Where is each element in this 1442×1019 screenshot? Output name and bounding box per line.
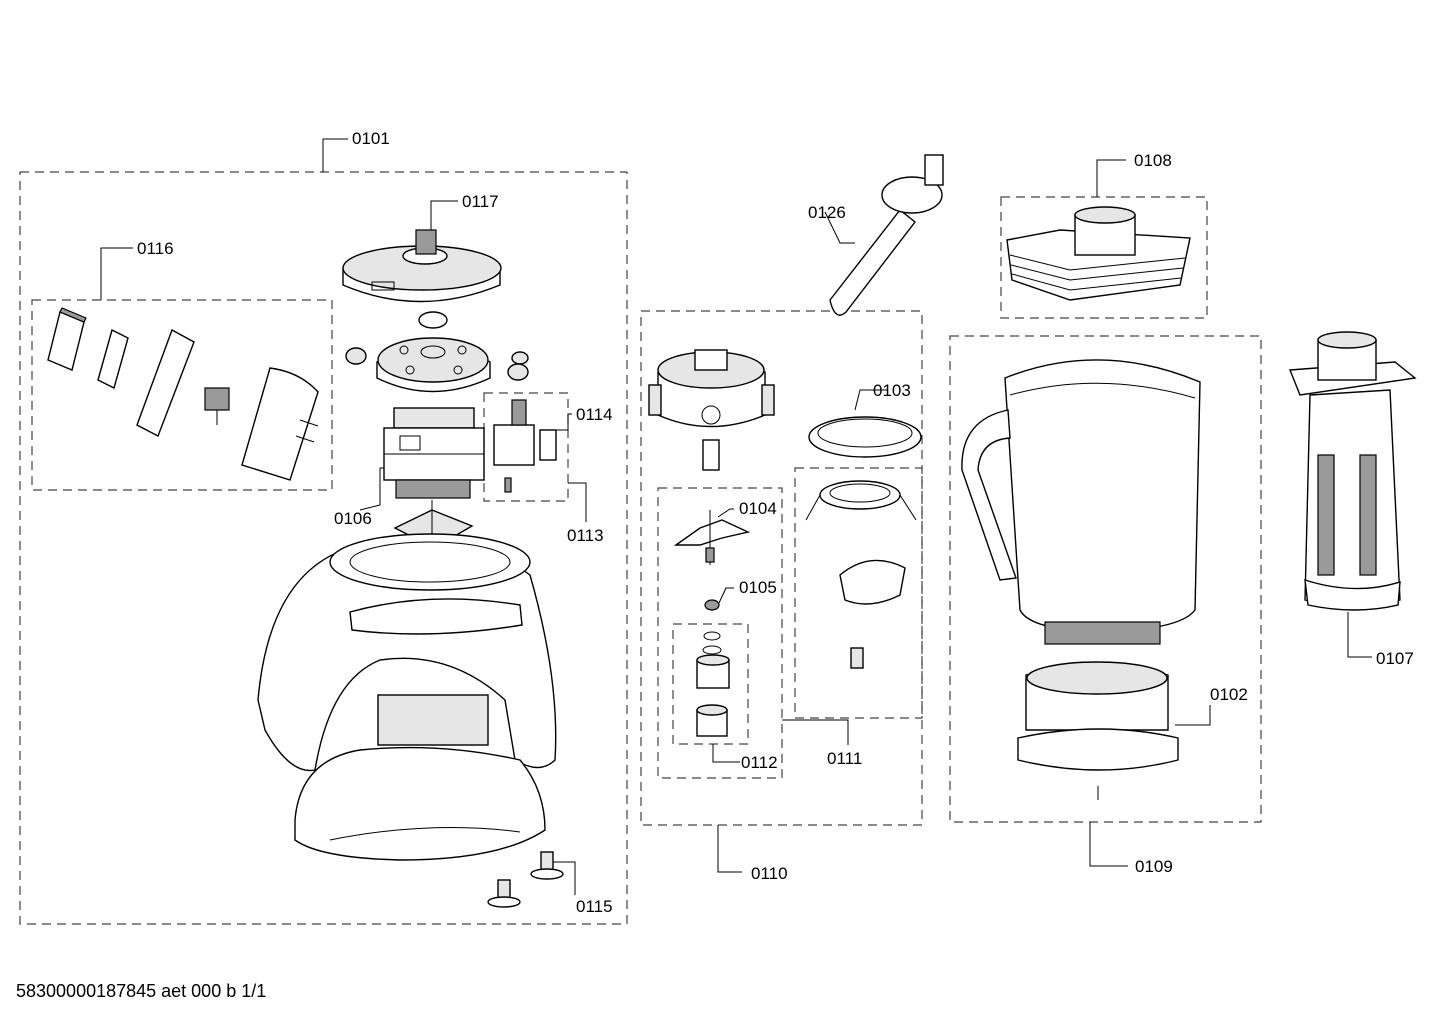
- label-0110: 0110: [751, 864, 788, 883]
- label-0117: 0117: [462, 192, 499, 211]
- part-bearing-ring: [418, 311, 448, 329]
- label-0101: 0101: [352, 129, 390, 148]
- part-0112-coupling: [696, 631, 730, 737]
- part-0114-switch: [493, 399, 557, 493]
- part-0106-motor: [383, 407, 485, 499]
- label-0105: 0105: [739, 578, 777, 597]
- label-0114: 0114: [576, 405, 613, 424]
- group-box-0116: [31, 299, 333, 491]
- part-0104-blade: [673, 510, 751, 565]
- part-0111-lock-ring: [805, 480, 917, 669]
- label-0108: 0108: [1134, 151, 1172, 170]
- group-box-0112: [672, 623, 749, 745]
- part-0117-cover: [342, 229, 502, 303]
- group-box-0111: [657, 487, 783, 779]
- group-box-0108: [1000, 196, 1208, 319]
- part-0105-washer: [704, 599, 720, 611]
- label-0115: 0115: [576, 897, 613, 916]
- document-id: 58300000187845 aet 000 b 1/1: [16, 981, 267, 1001]
- leader-lines: [100, 138, 1372, 895]
- part-0126-tamper: [829, 154, 944, 316]
- part-labels: 0101 0117 0116 0114 0106 0113 0115 0126 …: [137, 129, 1414, 916]
- group-box-0109: [949, 335, 1262, 823]
- group-box-0110: [640, 310, 923, 826]
- part-dampers: [345, 347, 529, 381]
- part-0103-seal-ring: [808, 416, 922, 458]
- part-0116-controls: [47, 307, 319, 481]
- label-0113: 0113: [567, 526, 604, 545]
- group-box-0111-right: [794, 467, 923, 719]
- part-0107-filter: [1288, 331, 1417, 611]
- part-motor-plate: [376, 337, 491, 393]
- part-base-housing: [257, 533, 557, 861]
- label-0107: 0107: [1376, 649, 1414, 668]
- part-0110-blade-housing: [648, 349, 775, 471]
- label-0103: 0103: [873, 381, 911, 400]
- label-0112: 0112: [741, 753, 778, 772]
- label-0126: 0126: [808, 203, 846, 222]
- label-0109: 0109: [1135, 857, 1173, 876]
- label-0106: 0106: [334, 509, 372, 528]
- label-0102: 0102: [1210, 685, 1248, 704]
- label-0116: 0116: [137, 239, 174, 258]
- label-0104: 0104: [739, 499, 777, 518]
- part-0102-jar: [961, 359, 1201, 800]
- part-0108-lid: [1006, 206, 1191, 301]
- label-0111: 0111: [827, 749, 862, 768]
- part-0115-feet: [487, 851, 564, 908]
